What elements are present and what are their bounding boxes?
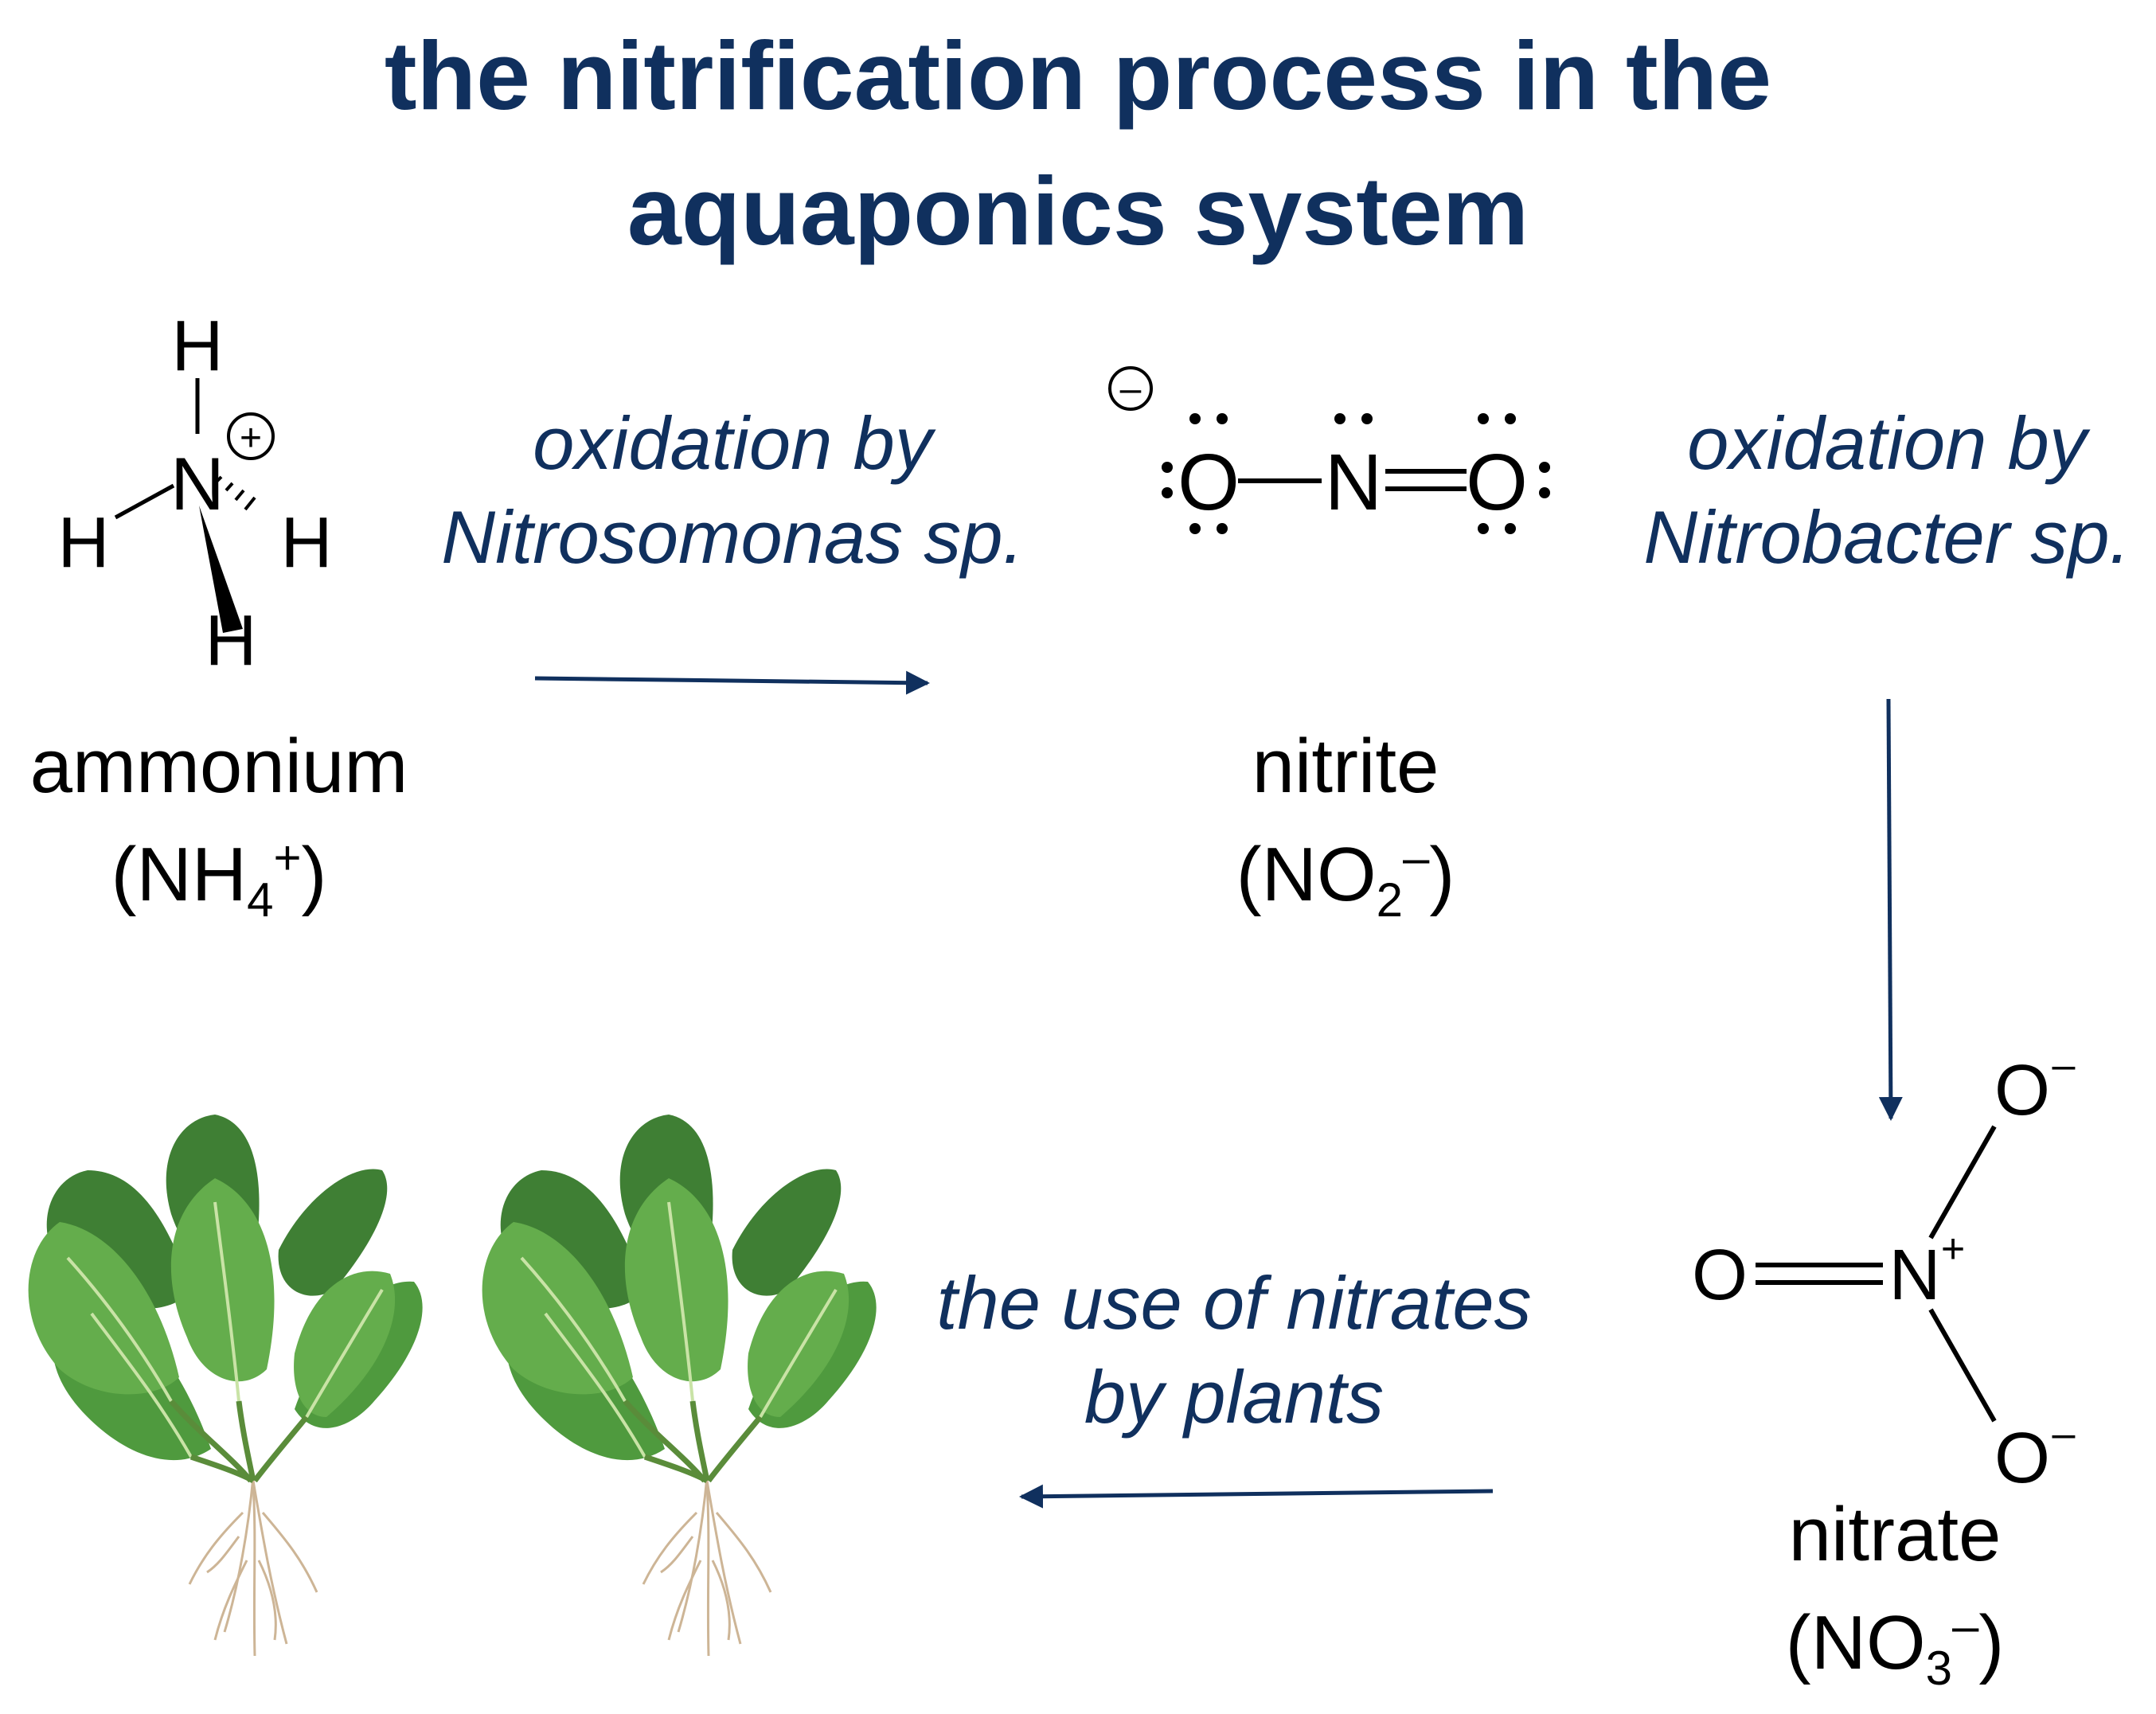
nitrate-o-bottom-charge: – <box>2052 1411 2076 1457</box>
ammonium-h-right: H <box>281 503 333 583</box>
nitrate-o-top-charge: – <box>2052 1042 2076 1088</box>
spinach-plant-icon <box>482 1115 877 1656</box>
ammonium-name: ammonium <box>29 724 408 809</box>
nitrite-name: nitrite <box>1252 724 1439 809</box>
nitrite-structure: – O N O <box>1108 366 1550 534</box>
nitrate-label: nitrate (NO3–) <box>1696 1489 2094 1714</box>
nitrate-n: N <box>1889 1236 1941 1315</box>
nitrate-n-charge: + <box>1941 1226 1965 1272</box>
nitrite-charge: – <box>1120 368 1142 410</box>
arrow-ammonium-to-nitrite <box>534 670 930 695</box>
step-1-caption: oxidation by Nitrosomonas sp. <box>441 401 1024 579</box>
title-line-2: aquaponics system <box>627 157 1529 265</box>
nitrite-o-left: O <box>1178 438 1240 527</box>
ammonium-formula: (NH4+) <box>111 831 327 927</box>
step-2-caption: oxidation by Nitrobacter sp. <box>1643 401 2131 579</box>
nitrate-o-double: O <box>1692 1236 1748 1315</box>
nitrate-structure: O N + O – O – <box>1692 1042 2076 1498</box>
ammonium-charge: + <box>240 417 262 459</box>
nitrite-n: N <box>1325 438 1382 527</box>
ammonium-h-left: H <box>58 503 110 583</box>
nitrite-o-right: O <box>1466 438 1528 527</box>
ammonium-label: ammonium (NH4+) <box>0 720 438 946</box>
ammonium-h-top: H <box>172 306 224 386</box>
ammonium-h-bottom: H <box>205 601 257 681</box>
page-title: the nitrification process in the aquapon… <box>0 8 2156 279</box>
arrow-nitrate-to-plants <box>1019 1484 1494 1509</box>
step-3-caption: the use of nitrates by plants <box>936 1261 1532 1439</box>
nitrate-o-top: O <box>1994 1051 2050 1130</box>
arrow-nitrite-to-nitrate <box>1878 698 1903 1121</box>
spinach-plant-icon <box>28 1115 423 1657</box>
nitrite-label: nitrite (NO2–) <box>1154 720 1537 946</box>
nitrate-name: nitrate <box>1788 1492 2002 1577</box>
nitrite-formula: (NO2–) <box>1236 831 1455 927</box>
title-line-1: the nitrification process in the <box>384 21 1772 130</box>
ammonium-structure: H N + H H H <box>58 306 333 681</box>
nitrate-formula: (NO3–) <box>1785 1599 2005 1696</box>
nitrate-o-bottom: O <box>1994 1419 2050 1498</box>
ammonium-n: N <box>170 442 225 525</box>
